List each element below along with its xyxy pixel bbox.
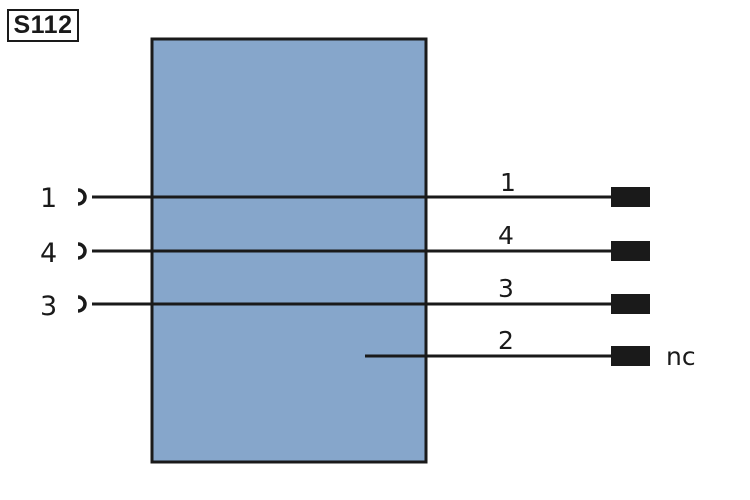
not-connected-label: nc — [666, 342, 696, 371]
wire-3-label: 3 — [498, 274, 514, 303]
left-pin-4-socket-icon — [77, 242, 87, 260]
left-pin-3-socket-icon — [77, 295, 87, 313]
diagram-code-label: S112 — [7, 9, 79, 42]
left-pin-3-label: 3 — [40, 291, 57, 322]
terminal-2-icon — [611, 346, 650, 366]
terminal-3-icon — [611, 294, 650, 314]
wire-1-label: 1 — [500, 168, 516, 197]
left-pin-4-label: 4 — [40, 238, 57, 269]
terminal-1-icon — [611, 187, 650, 207]
terminal-4-icon — [611, 241, 650, 261]
wire-4-label: 4 — [498, 221, 514, 250]
left-pin-1-socket-icon — [77, 188, 87, 206]
left-pin-1-label: 1 — [40, 183, 57, 214]
wire-2-label: 2 — [498, 326, 514, 355]
